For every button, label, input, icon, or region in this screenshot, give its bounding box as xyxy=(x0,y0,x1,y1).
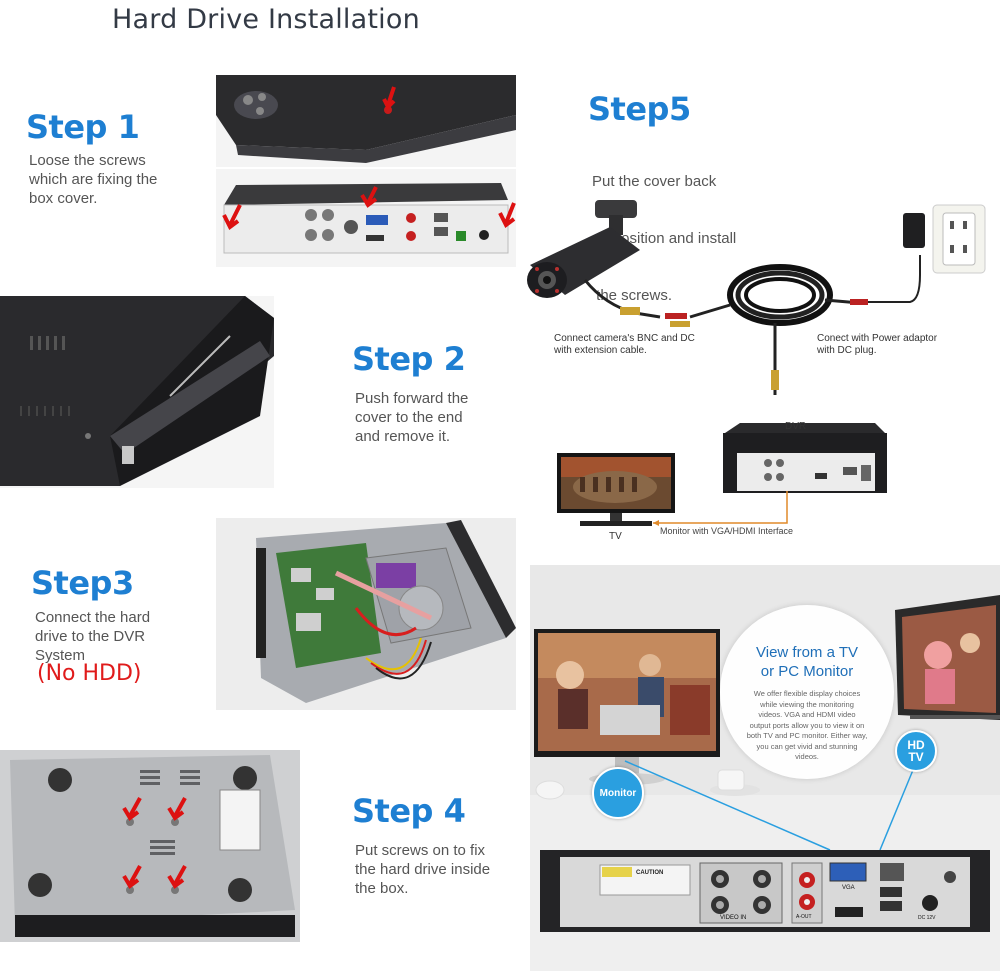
monitor-caption: Monitor with VGA/HDMI Interface xyxy=(660,526,794,536)
video-in-label: VIDEO IN xyxy=(720,915,747,921)
step-5-desc-line: Put the cover back xyxy=(592,173,717,190)
dvr-cover-illustration xyxy=(0,296,274,488)
step-1-desc: Loose the screws which are fixing the bo… xyxy=(29,151,157,208)
power-caption-line: Conect with Power adaptor xyxy=(817,333,938,344)
step-4-desc: Put screws on to fix the hard drive insi… xyxy=(355,841,490,898)
dc-label: DC 12V xyxy=(918,915,936,921)
bubble-text-line: videos. xyxy=(795,752,819,761)
bubble-title-line: View from a TV xyxy=(756,644,858,661)
bubble-title: View from a TV or PC Monitor xyxy=(720,643,894,681)
step-1-photo xyxy=(216,75,516,267)
step-5-desc: Put the cover back to position and insta… xyxy=(592,134,736,324)
step-3-photo xyxy=(216,518,516,710)
step-1-desc-line: box cover. xyxy=(29,190,98,207)
bubble-text: We offer flexible display choices while … xyxy=(730,689,884,763)
power-caption: Conect with Power adaptor with DC plug. xyxy=(817,333,937,357)
dvr-screws-illustration xyxy=(216,75,516,267)
power-caption-line: with DC plug. xyxy=(817,345,877,356)
step-3-desc: Connect the hard drive to the DVR System xyxy=(35,608,150,665)
step-3-title: Step3 xyxy=(31,564,134,602)
step-3-desc-line: drive to the DVR xyxy=(35,628,146,645)
display-panel: View from a TV or PC Monitor We offer fl… xyxy=(530,565,1000,971)
connection-diagram: Connect camera's BNC and DC with extensi… xyxy=(525,195,1000,550)
bubble-text-line: videos. VGA and HDMI video xyxy=(758,710,856,719)
step-1-desc-line: which are fixing the xyxy=(29,171,158,188)
camera-caption: Connect camera's BNC and DC with extensi… xyxy=(554,333,695,357)
step-3-desc-line: System xyxy=(35,647,86,664)
step-4-desc-line: the box. xyxy=(355,880,409,897)
caution-label: CAUTION xyxy=(636,870,664,876)
camera-caption-line: Connect camera's BNC and DC xyxy=(554,333,695,344)
step-4-photo xyxy=(0,750,300,942)
dvr-bottom-illustration xyxy=(0,750,300,942)
info-bubble: View from a TV or PC Monitor We offer fl… xyxy=(720,605,894,779)
step-2-desc: Push forward the cover to the end and re… xyxy=(355,389,468,446)
bubble-text-line: while viewing the monitoring xyxy=(760,699,854,709)
vga-label: VGA xyxy=(842,885,855,891)
step-4-desc-line: the hard drive inside xyxy=(355,861,491,878)
step-2-desc-line: cover to the end xyxy=(355,409,463,426)
bubble-text-line: output ports allow you to view it on xyxy=(749,720,865,730)
tv-label: TV xyxy=(609,531,622,542)
hdd-connection-illustration xyxy=(216,518,516,710)
step-2-title: Step 2 xyxy=(352,340,466,378)
step-2-desc-line: Push forward the xyxy=(355,390,469,407)
step-5-desc-line: the screws. xyxy=(592,287,673,304)
step-3-desc-line: Connect the hard xyxy=(35,609,151,626)
step-1-title: Step 1 xyxy=(26,108,140,146)
step-1-desc-line: Loose the screws xyxy=(29,152,146,169)
bubble-title-line: or PC Monitor xyxy=(760,663,854,680)
connection-diagram-graphic xyxy=(527,200,986,526)
bubble-text-line: you can get vivid and stunning xyxy=(756,741,858,751)
hdtv-tag-line: TV xyxy=(908,750,924,764)
no-hdd-note: (No HDD) xyxy=(37,661,142,686)
step-4-title: Step 4 xyxy=(352,792,466,830)
dvr-label: DVR xyxy=(785,421,807,432)
aout-label: A-OUT xyxy=(796,914,812,920)
step-5-title: Step5 xyxy=(588,90,691,128)
step-4-desc-line: Put screws on to fix xyxy=(355,842,486,859)
hdtv-tag: HD TV xyxy=(895,730,937,772)
step-2-photo xyxy=(0,296,274,488)
hdtv-tag-line: HD xyxy=(907,738,925,752)
step-2-desc-line: and remove it. xyxy=(355,428,451,445)
monitor-tag: Monitor xyxy=(592,767,644,819)
page-title: Hard Drive Installation xyxy=(112,4,420,35)
bubble-text-line: both TV and PC monitor. Either way, xyxy=(746,731,868,740)
bubble-text-line: We offer flexible display choices xyxy=(753,689,861,698)
camera-caption-line: with extension cable. xyxy=(554,345,647,356)
